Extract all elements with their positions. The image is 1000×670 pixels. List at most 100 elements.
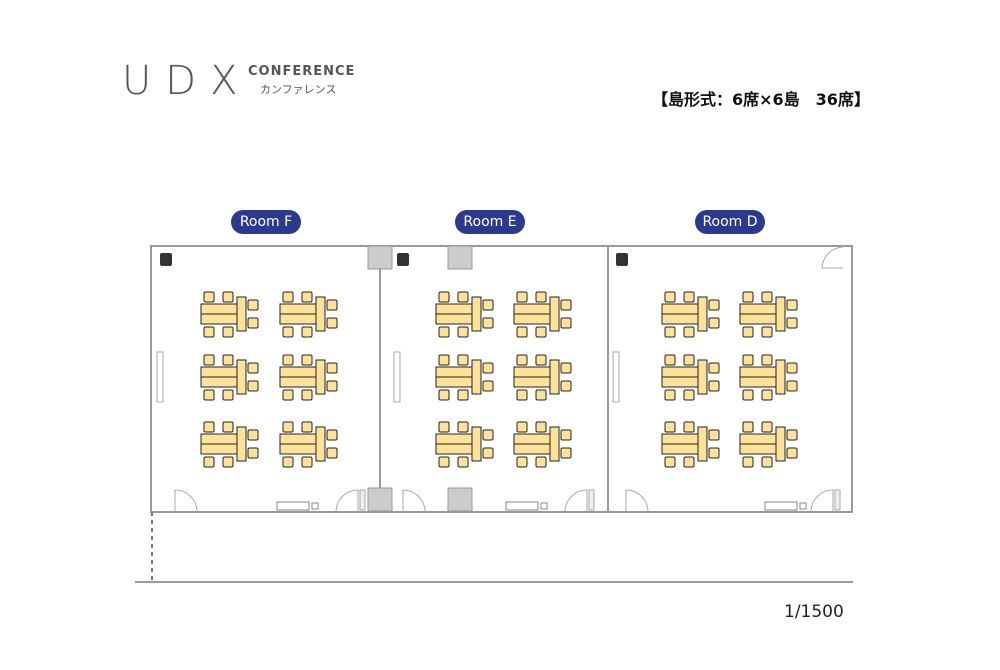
door-icon: [810, 489, 834, 512]
chair: [708, 362, 720, 374]
island: [661, 421, 720, 468]
table: [549, 359, 560, 395]
island: [513, 421, 572, 468]
island: [513, 291, 572, 338]
table: [279, 366, 317, 378]
island: [435, 421, 494, 468]
table: [661, 366, 699, 378]
chair: [742, 326, 754, 338]
chair: [438, 354, 450, 366]
table: [775, 359, 786, 395]
chair: [761, 456, 773, 468]
table: [279, 313, 317, 325]
chair: [742, 421, 754, 433]
chair: [438, 421, 450, 433]
outlet-icon: [540, 502, 548, 510]
chair: [326, 362, 338, 374]
panel-icon: [160, 253, 172, 266]
conference-label-jp: カンファレンス: [260, 83, 337, 96]
table: [739, 433, 777, 445]
chair: [457, 326, 469, 338]
table: [279, 303, 317, 315]
chair: [282, 326, 294, 338]
chair: [203, 354, 215, 366]
chair: [664, 456, 676, 468]
chair: [516, 291, 528, 303]
chair: [482, 447, 494, 459]
table: [739, 376, 777, 388]
chair: [761, 421, 773, 433]
island: [279, 291, 338, 338]
chair: [222, 421, 234, 433]
whiteboard: [393, 351, 401, 403]
table: [661, 303, 699, 315]
chair: [786, 429, 798, 441]
chair: [222, 326, 234, 338]
layout-description: 【島形式：6席×6島 36席】: [652, 90, 870, 109]
chair: [535, 326, 547, 338]
panel-icon: [616, 253, 628, 266]
chair: [282, 456, 294, 468]
table: [513, 443, 551, 455]
chair: [203, 326, 215, 338]
chair: [326, 447, 338, 459]
chair: [560, 380, 572, 392]
chair: [247, 380, 259, 392]
chair: [786, 362, 798, 374]
chair: [786, 447, 798, 459]
table: [200, 366, 238, 378]
table: [315, 359, 326, 395]
chair: [761, 389, 773, 401]
table: [435, 303, 473, 315]
door-icon: [402, 489, 426, 512]
table: [697, 426, 708, 462]
chair: [683, 389, 695, 401]
chair: [247, 429, 259, 441]
island: [513, 354, 572, 401]
table: [435, 433, 473, 445]
table: [513, 433, 551, 445]
chair: [683, 456, 695, 468]
table: [200, 443, 238, 455]
table: [236, 359, 247, 395]
table: [315, 296, 326, 332]
column: [447, 487, 473, 512]
table: [661, 313, 699, 325]
chair: [761, 291, 773, 303]
chair: [786, 317, 798, 329]
room-e-label[interactable]: Room E: [455, 210, 525, 234]
chair: [516, 456, 528, 468]
chair: [535, 354, 547, 366]
island: [661, 291, 720, 338]
room-f-label[interactable]: Room F: [231, 210, 301, 234]
chair: [438, 389, 450, 401]
chair: [203, 421, 215, 433]
chair: [683, 421, 695, 433]
table: [435, 313, 473, 325]
table: [200, 376, 238, 388]
table: [315, 426, 326, 462]
table: [513, 366, 551, 378]
panel-icon: [397, 253, 409, 266]
table: [200, 313, 238, 325]
table: [661, 376, 699, 388]
table: [739, 313, 777, 325]
chair: [438, 456, 450, 468]
whiteboard: [156, 351, 164, 403]
chair: [326, 380, 338, 392]
island: [279, 421, 338, 468]
chair: [457, 389, 469, 401]
chair: [457, 354, 469, 366]
table: [697, 296, 708, 332]
chair: [535, 421, 547, 433]
chair: [560, 429, 572, 441]
chair: [457, 456, 469, 468]
table: [739, 366, 777, 378]
chair: [247, 317, 259, 329]
room-d-label[interactable]: Room D: [695, 210, 765, 234]
chair: [664, 421, 676, 433]
table: [236, 426, 247, 462]
table: [471, 426, 482, 462]
